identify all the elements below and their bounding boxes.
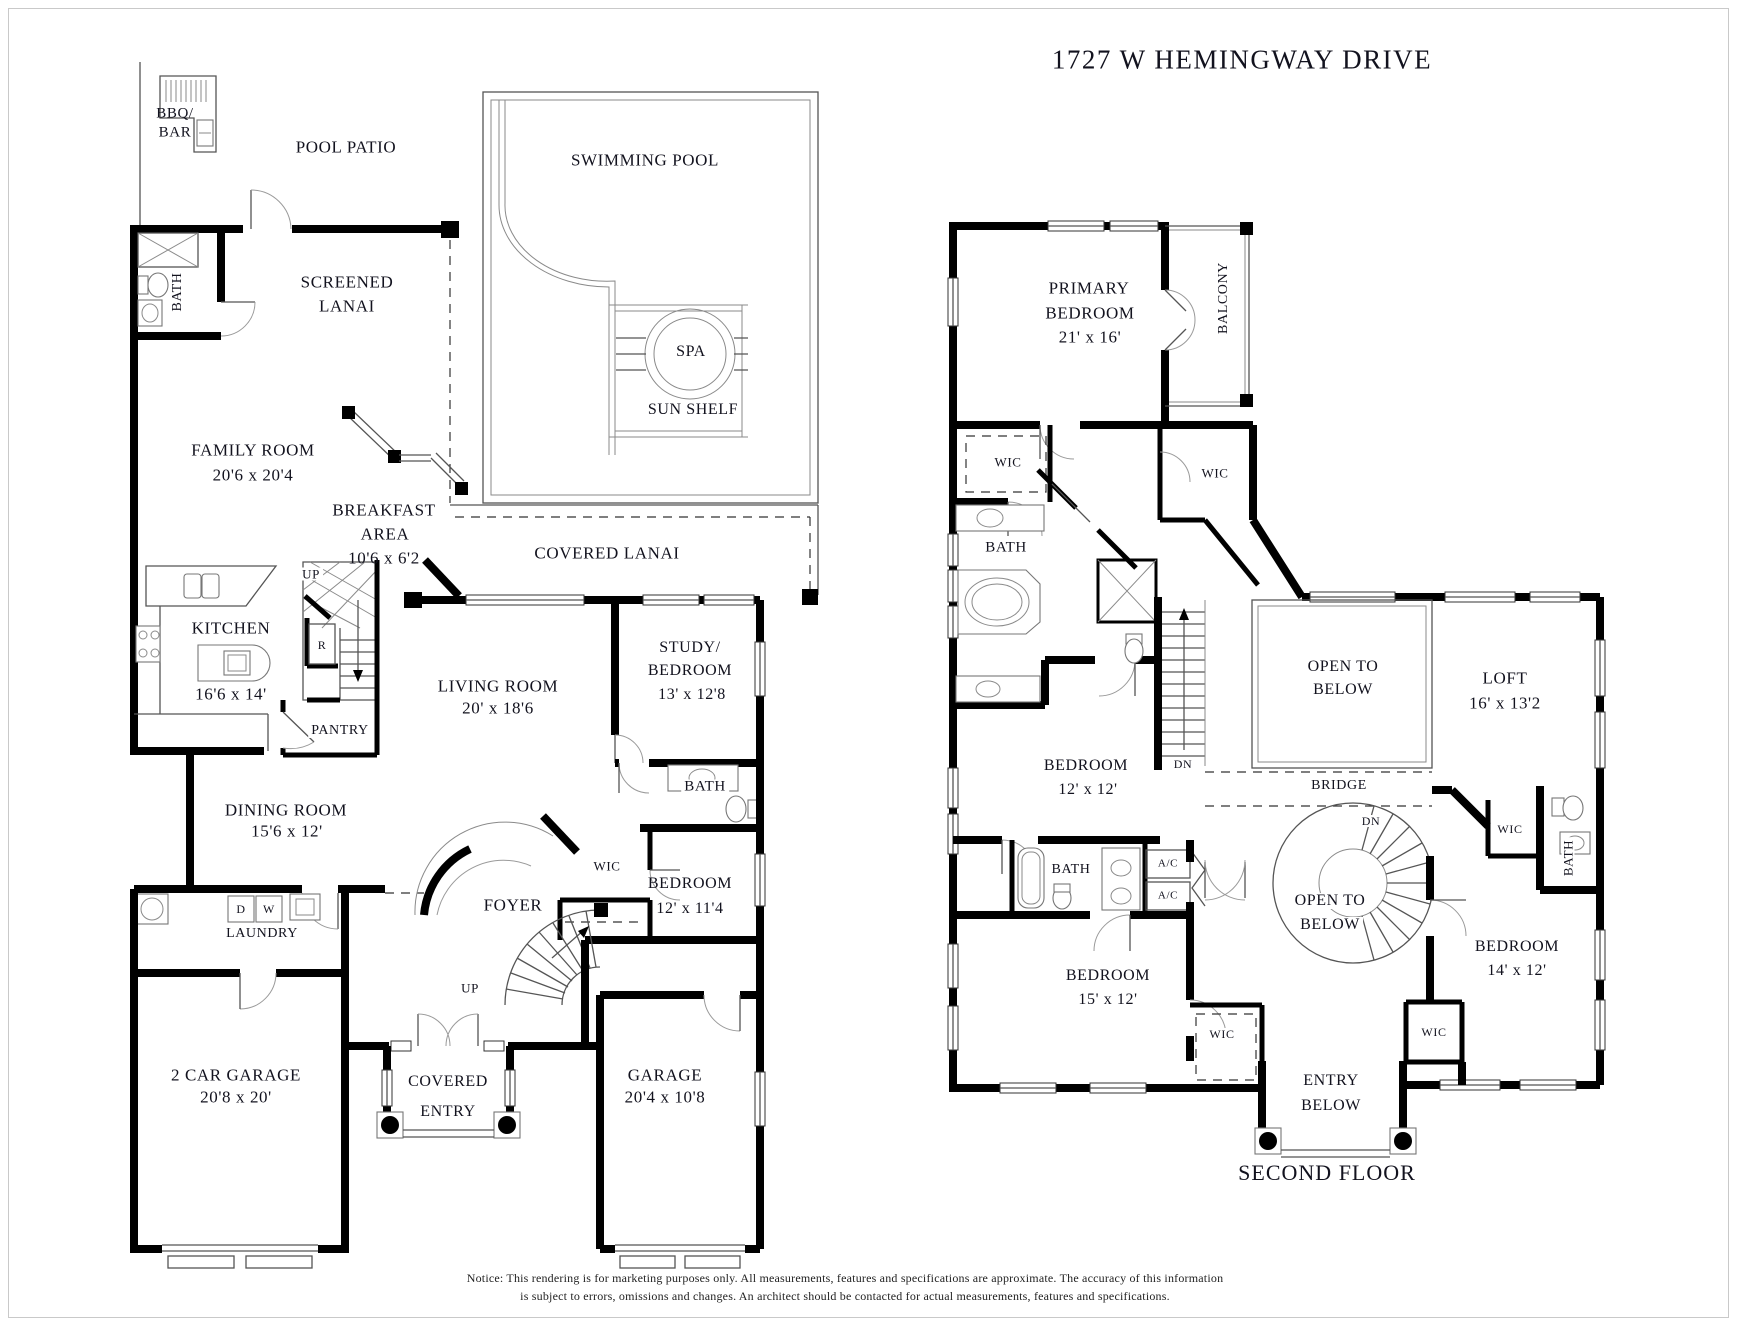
label-wic-bed4: WIC <box>1418 1026 1450 1038</box>
label-wic-floor1: WIC <box>590 859 624 873</box>
label-pantry: PANTRY <box>308 724 372 738</box>
label-laundry: LAUNDRY <box>223 927 301 941</box>
label-wic-hall: WIC <box>1206 1028 1238 1040</box>
label-two-car-garage: 2 CAR GARAGE <box>171 1065 301 1085</box>
label-bridge: BRIDGE <box>1308 779 1370 793</box>
label-up-kitchen: UP <box>299 567 323 581</box>
second-floor-linework <box>947 220 1606 1158</box>
label-family-room: FAMILY ROOM <box>191 440 315 460</box>
page-border <box>8 8 1729 1318</box>
label-bedroom2-dims: 12' x 12' <box>1058 781 1118 798</box>
label-covered-entry-line1: COVERED <box>408 1073 488 1090</box>
label-loft: LOFT <box>1482 668 1528 688</box>
label-breakfast-line1: BREAKFAST <box>332 500 436 520</box>
label-kitchen: KITCHEN <box>191 618 271 638</box>
label-living-room-dims: 20' x 18'6 <box>462 698 534 718</box>
label-bedroom3-dims: 15' x 12' <box>1078 991 1138 1008</box>
label-bedroom2: BEDROOM <box>1043 757 1129 774</box>
label-entry-below-line2: BELOW <box>1298 1098 1364 1114</box>
label-entry-below-line1: ENTRY <box>1300 1073 1362 1089</box>
label-bedroom-floor1: BEDROOM <box>647 875 733 892</box>
label-family-room-dims: 20'6 x 20'4 <box>212 465 294 485</box>
label-foyer: FOYER <box>483 895 543 915</box>
label-dining-room-dims: 15'6 x 12' <box>251 821 323 841</box>
label-bath-hall: BATH <box>681 779 729 795</box>
label-breakfast-dims: 10'6 x 6'2 <box>348 548 420 568</box>
label-breakfast-line2: AREA <box>360 524 410 544</box>
label-balcony: BALCONY <box>1216 259 1231 337</box>
label-covered-entry-line2: ENTRY <box>420 1103 476 1120</box>
label-bedroom4-dims: 14' x 12' <box>1487 962 1547 979</box>
label-dryer: D <box>236 902 246 916</box>
label-dining-room: DINING ROOM <box>224 800 348 820</box>
label-living-room: LIVING ROOM <box>437 676 559 696</box>
label-open-below2-line2: BELOW <box>1297 917 1363 933</box>
label-study-dims: 13' x 12'8 <box>658 686 726 703</box>
label-study-line1: STUDY/ <box>659 639 721 656</box>
label-pool-patio: POOL PATIO <box>295 137 397 157</box>
label-bedroom4: BEDROOM <box>1474 938 1560 955</box>
label-bbq-line2: BAR <box>158 124 192 141</box>
label-garage-dims: 20'4 x 10'8 <box>624 1087 706 1107</box>
label-fridge: R <box>314 639 330 651</box>
label-screened-lanai-line1: SCREENED <box>300 272 394 292</box>
label-primary-line1: PRIMARY <box>1048 278 1130 298</box>
label-two-car-garage-dims: 20'8 x 20' <box>200 1087 272 1107</box>
label-open-below1-line2: BELOW <box>1313 681 1373 698</box>
label-bath-right: BATH <box>1561 836 1576 880</box>
label-bbq-line1: BBQ/ <box>156 105 194 122</box>
label-up-foyer: UP <box>458 981 482 995</box>
label-dn-spiral: DN <box>1358 815 1384 827</box>
label-covered-lanai: COVERED LANAI <box>534 543 680 563</box>
label-sun-shelf: SUN SHELF <box>644 402 742 418</box>
label-open-below1-line1: OPEN TO <box>1307 658 1379 675</box>
label-study-line2: BEDROOM <box>647 662 733 679</box>
label-ac-lower: A/C <box>1157 889 1179 902</box>
label-screened-lanai-line2: LANAI <box>319 296 375 316</box>
label-dn-stairs: DN <box>1170 758 1196 770</box>
first-floor-linework <box>130 62 819 1269</box>
label-wic-right: WIC <box>1198 466 1232 480</box>
label-bedroom-floor1-dims: 12' x 11'4 <box>656 900 724 917</box>
label-wic-left: WIC <box>991 455 1025 469</box>
notice-line1: Notice: This rendering is for marketing … <box>466 1271 1224 1285</box>
label-loft-dims: 16' x 13'2 <box>1469 693 1541 713</box>
second-floor-caption: SECOND FLOOR <box>1238 1160 1416 1185</box>
label-kitchen-dims: 16'6 x 14' <box>195 684 267 704</box>
label-open-below2-line1: OPEN TO <box>1291 893 1369 909</box>
label-bath-primary: BATH <box>982 540 1030 556</box>
notice-line2: is subject to errors, omissions and chan… <box>520 1289 1170 1303</box>
label-ac-upper: A/C <box>1157 857 1179 870</box>
label-bedroom3: BEDROOM <box>1065 967 1151 984</box>
label-wic-loft: WIC <box>1494 823 1526 835</box>
label-garage: GARAGE <box>627 1065 703 1085</box>
label-washer: W <box>263 902 275 916</box>
label-primary-dims: 21' x 16' <box>1058 327 1122 347</box>
label-spa: SPA <box>673 344 709 360</box>
label-swimming-pool: SWIMMING POOL <box>570 150 720 170</box>
label-bath-lanai: BATH <box>170 269 185 315</box>
label-primary-line2: BEDROOM <box>1045 303 1135 323</box>
label-bath-mid: BATH <box>1048 863 1094 877</box>
plan-title: 1727 W HEMINGWAY DRIVE <box>1051 44 1433 75</box>
